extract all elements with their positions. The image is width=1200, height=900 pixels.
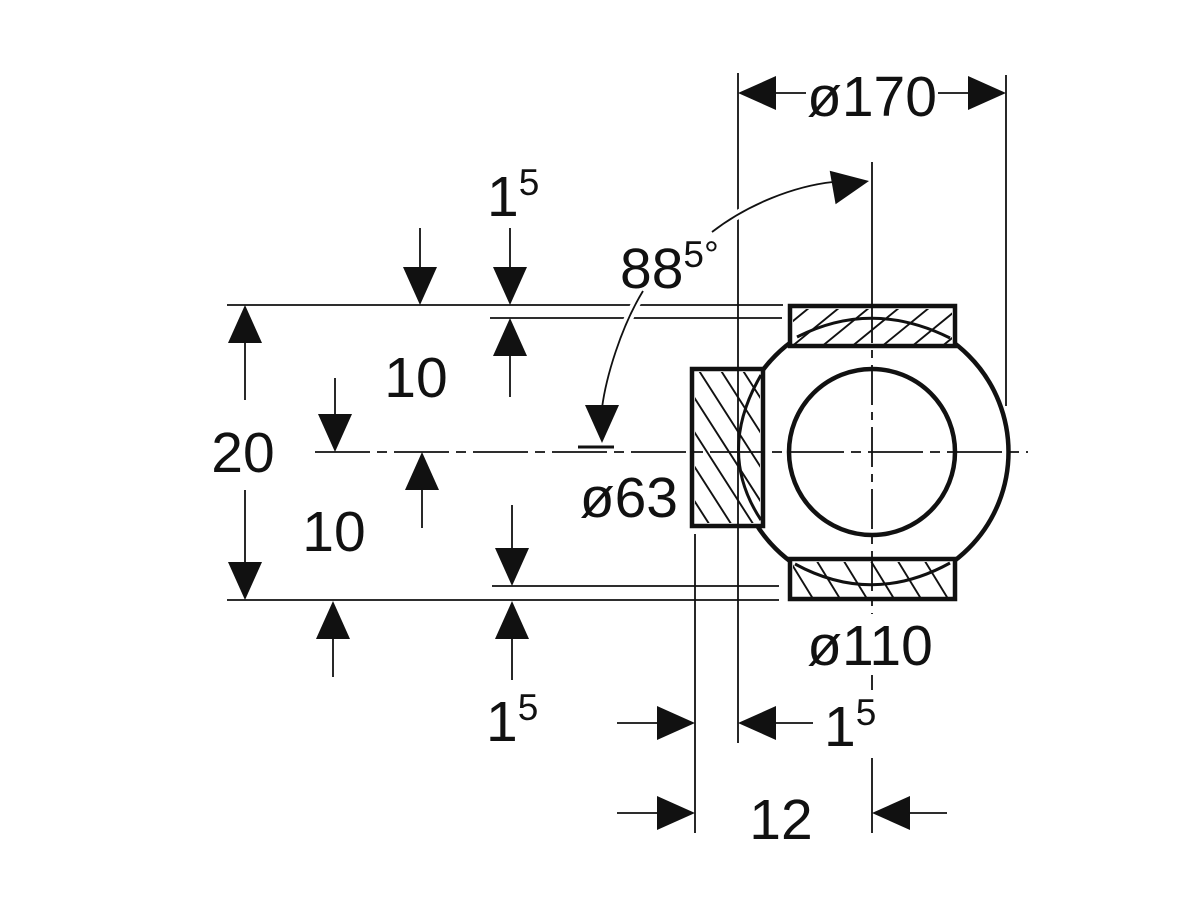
hatch-line xyxy=(816,562,841,598)
hatch-line xyxy=(695,397,760,503)
dim-arrow-icon xyxy=(968,76,1006,110)
top-flange-hatching xyxy=(793,309,952,345)
hatch-line xyxy=(912,312,952,345)
hatch-line xyxy=(720,372,760,434)
hatch-line xyxy=(822,309,870,345)
hatch-line xyxy=(695,431,754,523)
leader-curve-lower xyxy=(601,290,644,409)
dimension-labels: ø170 885° 15 20 10 10 ø63 ø110 15 15 12 xyxy=(211,65,937,852)
centerlines xyxy=(315,162,1028,833)
leader-arrowhead-icon xyxy=(585,405,619,443)
bottom-flange-hatching xyxy=(793,562,949,598)
dim-arrow-icon xyxy=(738,76,776,110)
dim-arrow-icon xyxy=(872,796,910,830)
label-angle: 885° xyxy=(620,234,719,301)
label-dia-top: ø170 xyxy=(807,65,937,129)
dim-arrow-icon xyxy=(493,318,527,356)
dim-arrow-icon xyxy=(228,562,262,600)
dim-arrow-icon xyxy=(228,305,262,343)
dim-arrow-icon xyxy=(493,267,527,305)
label-dia-side: ø63 xyxy=(580,466,678,530)
leader-casing xyxy=(709,177,834,236)
dim-arrow-icon xyxy=(495,548,529,586)
hatch-line xyxy=(942,336,952,345)
side-socket-hatching xyxy=(695,372,760,523)
label-gap-top: 15 xyxy=(487,162,539,229)
label-gap-bottom-left: 15 xyxy=(486,687,538,754)
label-height-total: 20 xyxy=(211,421,274,485)
label-dia-bottom: ø110 xyxy=(807,614,933,678)
dim-arrow-icon xyxy=(403,267,437,305)
hatch-line xyxy=(882,309,930,345)
label-height-lower: 10 xyxy=(302,500,365,564)
hatch-line xyxy=(695,500,710,523)
reference-lines xyxy=(227,73,1007,833)
hatch-line xyxy=(793,564,814,598)
label-height-upper: 10 xyxy=(384,346,447,410)
label-gap-bottom-right: 15 xyxy=(824,692,876,759)
label-offset-bottom: 12 xyxy=(749,788,812,852)
dim-arrow-icon xyxy=(405,452,439,490)
hatch-line xyxy=(852,309,900,345)
leader-casing xyxy=(597,288,647,409)
hatch-line xyxy=(843,562,868,598)
hatch-line xyxy=(870,562,895,598)
dim-arrow-icon xyxy=(316,601,350,639)
hatch-line xyxy=(924,562,949,598)
dim-arrow-icon xyxy=(657,796,695,830)
dim-arrow-icon xyxy=(318,414,352,452)
dim-arrow-icon xyxy=(495,601,529,639)
hatch-line xyxy=(742,372,760,399)
hatch-line xyxy=(793,309,810,323)
dim-arrow-icon xyxy=(738,706,776,740)
dim-arrow-icon xyxy=(657,706,695,740)
leader-arrowhead-icon xyxy=(829,170,869,205)
angle-leader xyxy=(578,170,869,449)
hatch-line xyxy=(698,372,760,468)
dimension-graphics xyxy=(228,76,1006,830)
hatch-line xyxy=(695,465,732,523)
leader-curve-upper xyxy=(711,181,834,233)
